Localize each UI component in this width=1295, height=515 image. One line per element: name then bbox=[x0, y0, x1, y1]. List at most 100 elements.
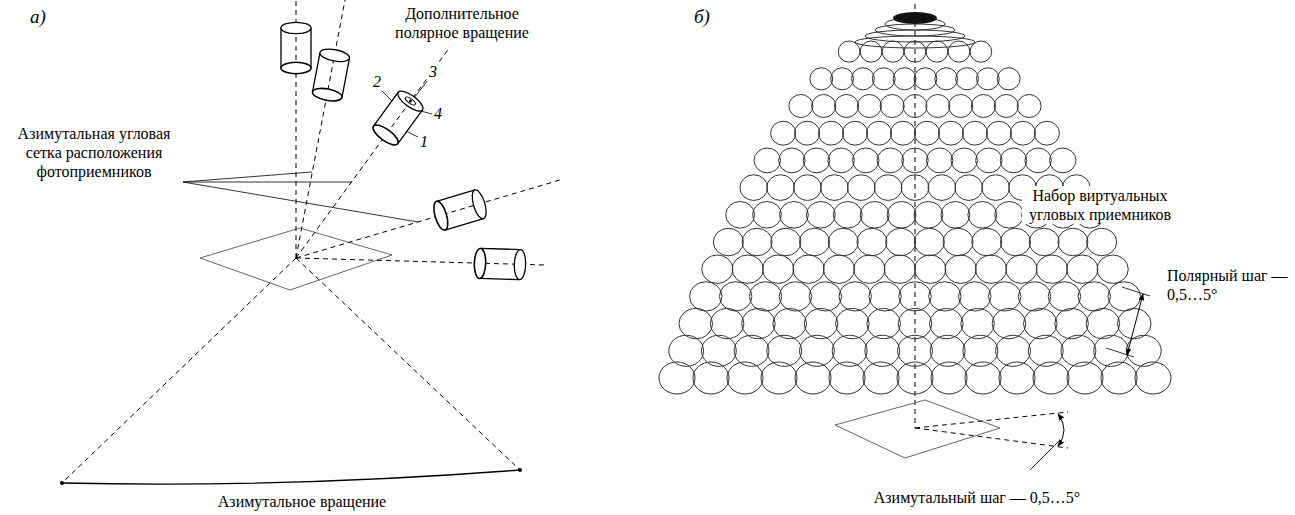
virtual-receiver bbox=[994, 95, 1018, 118]
arc-end bbox=[60, 481, 64, 485]
pole-receiver bbox=[893, 12, 937, 24]
virtual-receiver bbox=[854, 255, 885, 283]
virtual-receiver bbox=[719, 282, 751, 311]
photodetector-cylinder bbox=[281, 22, 311, 73]
virtual-receiver bbox=[915, 255, 946, 283]
virtual-receiver bbox=[902, 148, 928, 173]
virtual-receiver bbox=[914, 121, 939, 145]
virtual-receiver bbox=[838, 41, 860, 62]
callout-number: 1 bbox=[418, 132, 430, 151]
virtual-receiver bbox=[869, 282, 901, 311]
virtual-receiver bbox=[800, 228, 830, 256]
virtual-receiver bbox=[860, 41, 882, 62]
panel-letter: б) bbox=[692, 6, 712, 29]
virtual-receiver bbox=[1000, 228, 1030, 256]
virtual-receiver bbox=[804, 309, 838, 339]
virtual-receiver bbox=[836, 309, 870, 339]
virtual-receiver bbox=[976, 68, 999, 90]
virtual-receiver bbox=[821, 175, 849, 201]
leader-line bbox=[414, 80, 428, 98]
virtual-receiver bbox=[659, 362, 695, 394]
virtual-receiver bbox=[713, 228, 743, 256]
virtual-receiver bbox=[898, 335, 933, 366]
virtual-receiver bbox=[901, 175, 929, 201]
virtual-receiver bbox=[742, 228, 772, 256]
azimuth-ray bbox=[915, 428, 1068, 448]
virtual-receiver bbox=[1034, 121, 1059, 145]
virtual-receiver bbox=[930, 335, 965, 366]
virtual-receiver bbox=[995, 202, 1024, 229]
virtual-receiver bbox=[976, 148, 1002, 173]
virtual-receiver bbox=[832, 335, 867, 366]
virtual-receiver bbox=[857, 228, 887, 256]
virtual-receiver bbox=[865, 335, 900, 366]
virtual-receiver bbox=[710, 309, 744, 339]
virtual-receiver bbox=[761, 362, 797, 394]
virtual-receiver bbox=[982, 175, 1010, 201]
leader-line bbox=[183, 182, 352, 183]
photodetector-cylinder bbox=[474, 248, 526, 279]
dimension-tick bbox=[1106, 348, 1134, 357]
virtual-receiver bbox=[767, 335, 802, 366]
view-ray bbox=[296, 47, 450, 258]
virtual-receiver bbox=[867, 309, 901, 339]
virtual-receiver bbox=[866, 121, 891, 145]
virtual-receiver bbox=[1036, 255, 1067, 283]
virtual-receiver bbox=[795, 362, 831, 394]
virtual-receiver bbox=[857, 95, 881, 118]
virtual-receiver bbox=[734, 335, 769, 366]
virtual-receiver bbox=[961, 309, 995, 339]
virtual-receiver bbox=[877, 148, 903, 173]
virtual-receiver bbox=[914, 228, 944, 256]
virtual-receiver bbox=[884, 255, 915, 283]
virtual-receiver bbox=[970, 41, 992, 62]
virtual-receiver bbox=[702, 255, 733, 283]
azimuth-radius bbox=[296, 258, 520, 470]
virtual-receiver bbox=[1061, 335, 1096, 366]
virtual-receiver bbox=[771, 228, 801, 256]
virtual-receiver bbox=[1087, 228, 1117, 256]
cylinder-end bbox=[431, 200, 450, 232]
virtual-receiver bbox=[929, 282, 961, 311]
virtual-receiver bbox=[1126, 335, 1161, 366]
virtual-receiver bbox=[810, 68, 833, 90]
cylinder-end bbox=[514, 249, 526, 279]
virtual-receiver bbox=[904, 41, 926, 62]
virtual-receiver bbox=[992, 309, 1026, 339]
virtual-receiver bbox=[988, 282, 1020, 311]
virtual-receiver bbox=[948, 41, 970, 62]
callout-number: 4 bbox=[432, 104, 444, 123]
virtual-receiver bbox=[926, 95, 950, 118]
virtual-receiver bbox=[887, 202, 916, 229]
azimuth-radius bbox=[62, 258, 296, 483]
virtual-receiver bbox=[914, 68, 937, 90]
virtual-receiver bbox=[926, 148, 952, 173]
virtual-receiver bbox=[1117, 309, 1151, 339]
virtual-receiver bbox=[828, 148, 854, 173]
virtual-receiver bbox=[773, 309, 807, 339]
virtual-receiver bbox=[771, 121, 796, 145]
virtual-receiver bbox=[847, 175, 875, 201]
panel-a bbox=[60, 0, 560, 485]
leader-line bbox=[1030, 440, 1060, 470]
leader-line bbox=[381, 90, 392, 101]
azimuth-ray bbox=[915, 412, 1068, 428]
virtual-receiver bbox=[767, 175, 795, 201]
receivers-label: Набор виртуальных угловых приемников bbox=[1022, 186, 1178, 224]
virtual-receiver bbox=[754, 148, 780, 173]
azimuth-arc bbox=[62, 470, 520, 484]
virtual-receiver bbox=[928, 175, 956, 201]
virtual-receiver bbox=[1058, 228, 1088, 256]
dimension-label: Азимутальный шаг — 0,5…5° bbox=[860, 488, 1094, 507]
virtual-receiver bbox=[975, 255, 1006, 283]
virtual-receiver bbox=[828, 228, 858, 256]
virtual-receiver bbox=[779, 282, 811, 311]
virtual-receiver bbox=[795, 121, 820, 145]
virtual-receiver bbox=[1067, 362, 1103, 394]
virtual-receiver bbox=[818, 121, 843, 145]
virtual-receiver bbox=[935, 68, 958, 90]
virtual-receiver bbox=[965, 362, 1001, 394]
virtual-receiver bbox=[839, 282, 871, 311]
virtual-receiver bbox=[971, 95, 995, 118]
